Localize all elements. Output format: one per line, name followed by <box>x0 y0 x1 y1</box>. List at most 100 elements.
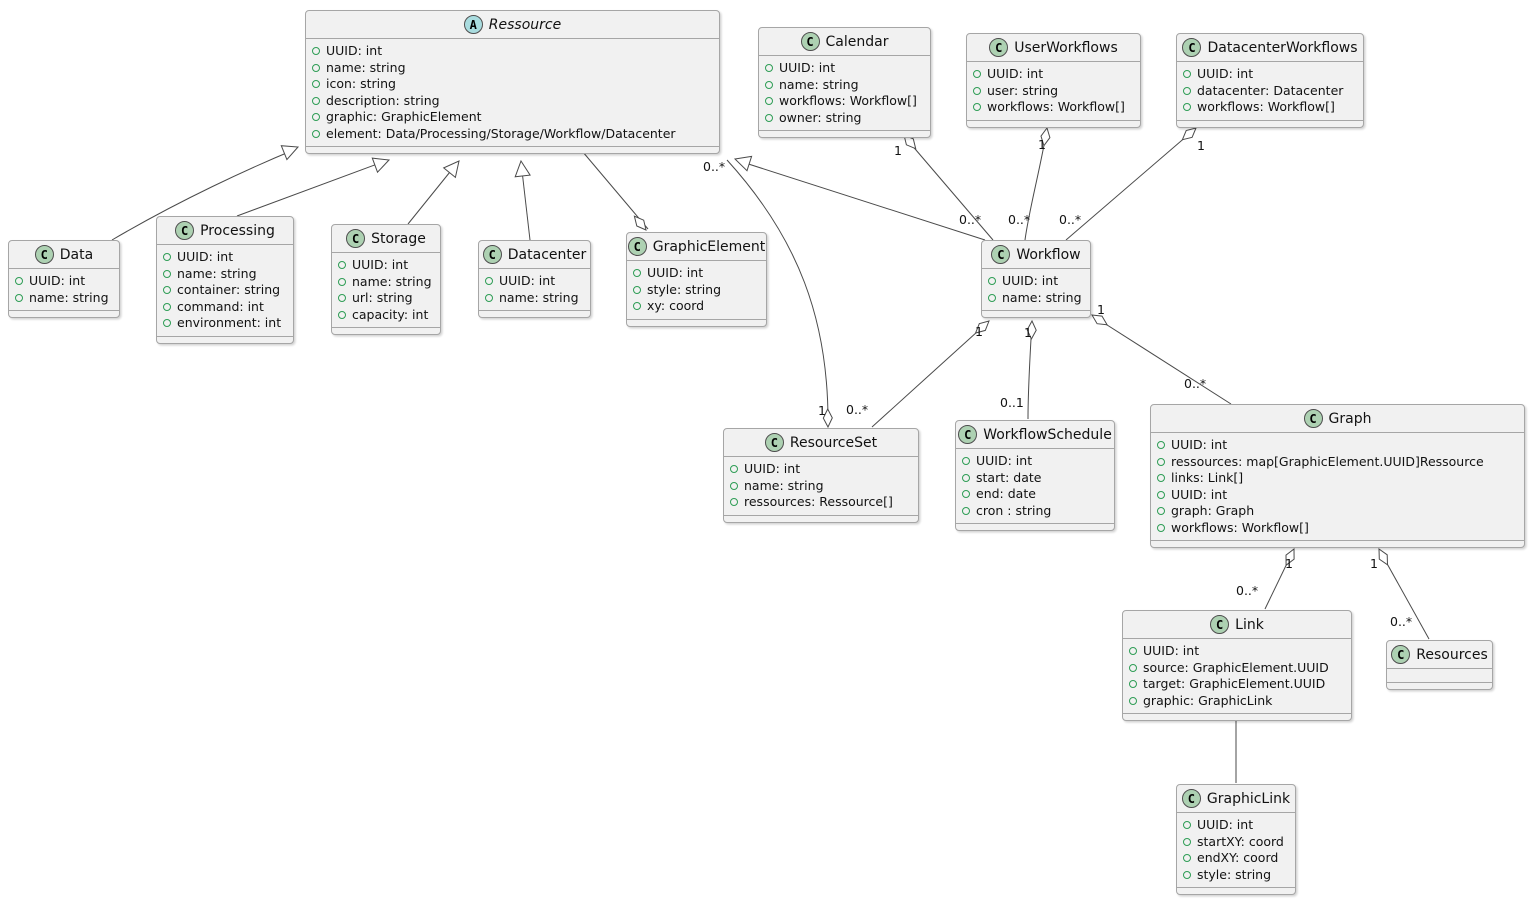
class-attribute: name: string <box>163 266 285 283</box>
class-attribute: startXY: coord <box>1183 834 1287 851</box>
edge-resourceset-aggregates-ressource <box>726 159 829 427</box>
field-visibility-icon <box>163 253 171 262</box>
field-visibility-icon <box>1183 821 1191 830</box>
triangle-marker <box>514 159 531 178</box>
field-visibility-icon <box>962 490 970 499</box>
class-icon: C <box>764 433 784 452</box>
class-title: Datacenter <box>507 246 587 263</box>
class-attribute: UUID: int <box>485 273 582 290</box>
field-visibility-icon <box>338 310 346 319</box>
class-title: DatacenterWorkflows <box>1207 39 1358 56</box>
attribute-text: UUID: int <box>976 453 1033 468</box>
class-attribute: UUID: int <box>765 60 922 77</box>
class-attribute: style: string <box>1183 867 1287 884</box>
class-title: Link <box>1235 616 1264 633</box>
multiplicity-label: 1 <box>1370 556 1378 571</box>
field-visibility-icon <box>633 269 641 278</box>
class-attribute: source: GraphicElement.UUID <box>1129 660 1343 677</box>
class-header: C Link <box>1123 611 1351 639</box>
attribute-text: UUID: int <box>744 461 801 476</box>
attribute-text: element: Data/Processing/Storage/Workflo… <box>326 125 676 141</box>
class-icon: C <box>482 245 502 264</box>
attribute-text: environment: int <box>177 315 282 330</box>
attribute-text: url: string <box>352 290 413 305</box>
class-attribute: url: string <box>338 290 432 307</box>
class-attributes: UUID: int name: string <box>479 269 590 311</box>
class-title: GraphicElement <box>652 238 766 255</box>
class-methods-compartment <box>157 337 293 343</box>
multiplicity-label: 0..* <box>703 159 726 174</box>
class-attribute: UUID: int <box>633 265 758 282</box>
field-visibility-icon <box>962 506 970 515</box>
attribute-text: UUID: int <box>1171 486 1228 502</box>
field-visibility-icon <box>765 64 773 73</box>
class-attribute: name: string <box>312 60 711 77</box>
class-methods-compartment <box>967 121 1140 127</box>
multiplicity-label: 1 <box>1024 325 1032 340</box>
class-methods-compartment <box>956 524 1114 530</box>
class-attribute: user: string <box>973 83 1132 100</box>
class-title: Data <box>59 246 94 263</box>
class-icon: C <box>627 237 647 256</box>
attribute-text: graphic: GraphicElement <box>326 109 482 124</box>
attribute-text: UUID: int <box>326 43 383 58</box>
class-methods-compartment <box>982 311 1090 317</box>
attribute-text: container: string <box>177 282 281 297</box>
class-attribute: name: string <box>485 290 582 307</box>
class-attribute: UUID: int <box>1183 817 1287 834</box>
field-visibility-icon <box>962 457 970 466</box>
field-visibility-icon <box>312 47 320 56</box>
field-visibility-icon <box>15 277 23 286</box>
field-visibility-icon <box>338 294 346 303</box>
class-icon: C <box>1210 615 1230 634</box>
attribute-text: command: int <box>177 298 264 314</box>
attribute-text: graph: Graph <box>1171 503 1255 518</box>
class-attribute: start: date <box>962 470 1106 487</box>
class-attribute: name: string <box>730 478 910 495</box>
class-attribute: command: int <box>163 299 285 316</box>
class-methods-compartment <box>332 328 440 334</box>
attribute-text: source: GraphicElement.UUID <box>1143 659 1329 675</box>
class-attribute: UUID: int <box>163 249 285 266</box>
class-attribute: UUID: int <box>1129 643 1343 660</box>
class-title: GraphicLink <box>1206 790 1291 807</box>
class-title: Storage <box>371 230 426 247</box>
class-attribute: ressources: Ressource[] <box>730 494 910 511</box>
field-visibility-icon <box>1157 490 1165 499</box>
multiplicity-label: 1 <box>894 143 902 158</box>
attribute-text: endXY: coord <box>1197 850 1279 865</box>
field-visibility-icon <box>973 86 981 95</box>
attribute-text: name: string <box>779 76 859 92</box>
attribute-text: user: string <box>987 82 1059 98</box>
attribute-text: startXY: coord <box>1197 833 1284 849</box>
field-visibility-icon <box>163 302 171 311</box>
attribute-text: UUID: int <box>499 273 556 288</box>
class-attribute: UUID: int <box>1183 66 1355 83</box>
field-visibility-icon <box>1183 86 1191 95</box>
edge-datacenterworkflows-aggregates-workflow <box>1065 128 1196 241</box>
field-visibility-icon <box>988 293 996 302</box>
field-visibility-icon <box>312 96 320 105</box>
field-visibility-icon <box>338 277 346 286</box>
class-icon: C <box>1181 789 1201 808</box>
class-header: C GraphicLink <box>1177 785 1295 813</box>
class-attribute: name: string <box>15 290 111 307</box>
diamond-marker <box>822 407 833 429</box>
class-methods-compartment <box>627 320 766 326</box>
class-attribute: capacity: int <box>338 307 432 324</box>
class-icon: C <box>1182 38 1202 57</box>
field-visibility-icon <box>338 261 346 270</box>
attribute-text: UUID: int <box>1143 643 1200 658</box>
class-attribute: workflows: Workflow[] <box>1157 520 1516 537</box>
field-visibility-icon <box>312 80 320 89</box>
attribute-text: UUID: int <box>1197 817 1254 832</box>
